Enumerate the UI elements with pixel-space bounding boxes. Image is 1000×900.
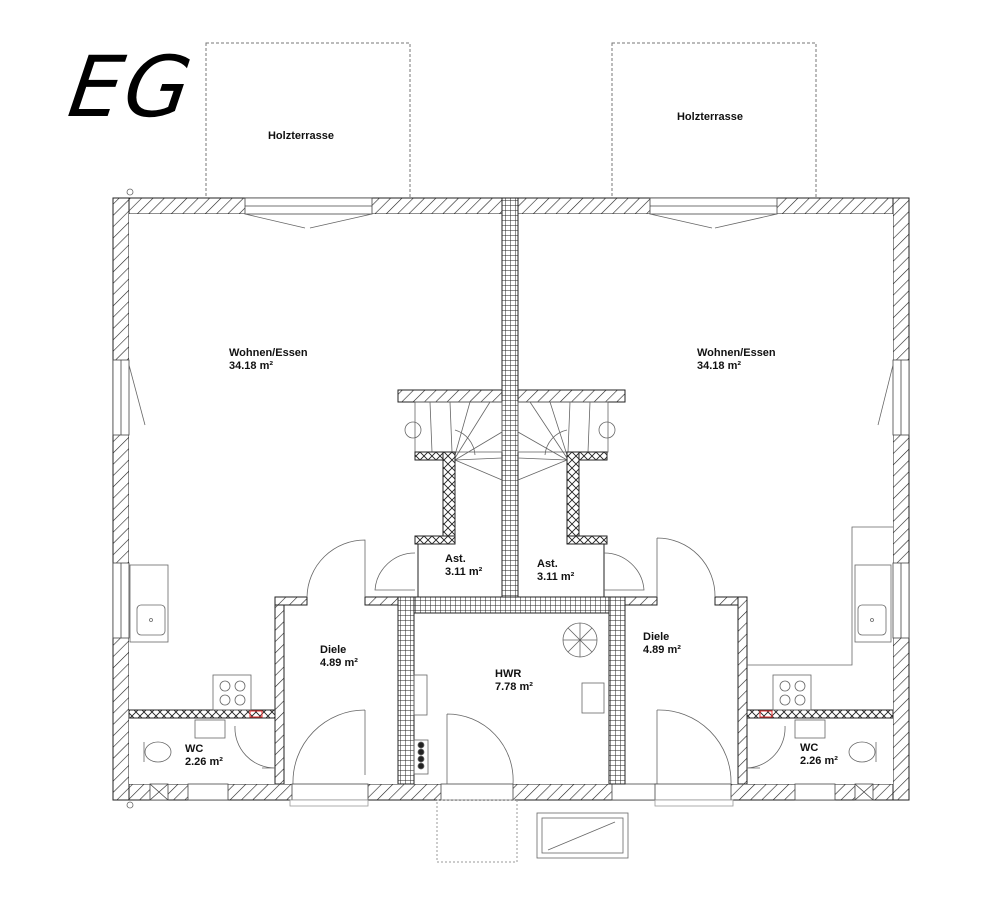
entry-step xyxy=(436,799,518,863)
staircase-left xyxy=(404,401,503,481)
room-area: 2.26 m² xyxy=(185,756,223,768)
hwr-walls xyxy=(397,596,626,785)
diele-walls xyxy=(274,596,748,785)
staircase-right xyxy=(517,401,616,481)
windows xyxy=(112,197,910,801)
room-label-wohnen-right: Wohnen/Essen 34.18 m² xyxy=(697,347,776,372)
room-name: Ast. xyxy=(445,553,466,565)
room-area: 7.78 m² xyxy=(495,681,533,693)
room-area: 4.89 m² xyxy=(320,657,358,669)
room-name: Diele xyxy=(643,631,669,643)
room-area: 34.18 m² xyxy=(229,360,273,372)
room-label-wc-right: WC 2.26 m² xyxy=(800,742,838,767)
room-area: 3.11 m² xyxy=(537,571,575,583)
marker-circle xyxy=(126,188,134,196)
room-label-diele-left: Diele 4.89 m² xyxy=(320,644,358,669)
room-area: 34.18 m² xyxy=(697,360,741,372)
room-label-ast-left: Ast. 3.11 m² xyxy=(445,553,483,578)
stair-wall-right xyxy=(517,389,626,403)
terrace-label: Holzterrasse xyxy=(677,111,743,123)
room-name: Diele xyxy=(320,644,346,656)
room-name: HWR xyxy=(495,668,521,680)
room-name: Ast. xyxy=(537,558,558,570)
room-label-wc-left: WC 2.26 m² xyxy=(185,743,223,768)
terrace-left: Holzterrasse xyxy=(205,42,411,199)
room-area: 3.11 m² xyxy=(445,566,483,578)
door-swings xyxy=(234,537,786,785)
party-wall xyxy=(501,197,519,614)
kitchen-left xyxy=(129,564,252,711)
stair-interior-walls xyxy=(414,451,608,597)
room-label-ast-right: Ast. 3.11 m² xyxy=(537,558,575,583)
hwr-fixtures xyxy=(413,622,605,775)
room-name: Wohnen/Essen xyxy=(229,347,308,359)
room-label-diele-right: Diele 4.89 m² xyxy=(643,631,681,656)
room-name: WC xyxy=(800,742,818,754)
room-name: WC xyxy=(185,743,203,755)
wc-walls xyxy=(128,709,894,719)
room-name: Wohnen/Essen xyxy=(697,347,776,359)
room-area: 2.26 m² xyxy=(800,755,838,767)
room-label-wohnen-left: Wohnen/Essen 34.18 m² xyxy=(229,347,308,372)
kitchen-right xyxy=(747,526,893,711)
terrace-label: Holzterrasse xyxy=(268,130,334,142)
entrance-doors xyxy=(289,783,734,807)
stair-wall-left xyxy=(397,389,503,403)
terrace-right: Holzterrasse xyxy=(611,42,817,199)
wc-fixtures xyxy=(143,719,877,763)
room-area: 4.89 m² xyxy=(643,644,681,656)
room-label-hwr: HWR 7.78 m² xyxy=(495,668,533,693)
light-well-grate xyxy=(536,812,629,859)
marker-circle xyxy=(126,801,134,809)
